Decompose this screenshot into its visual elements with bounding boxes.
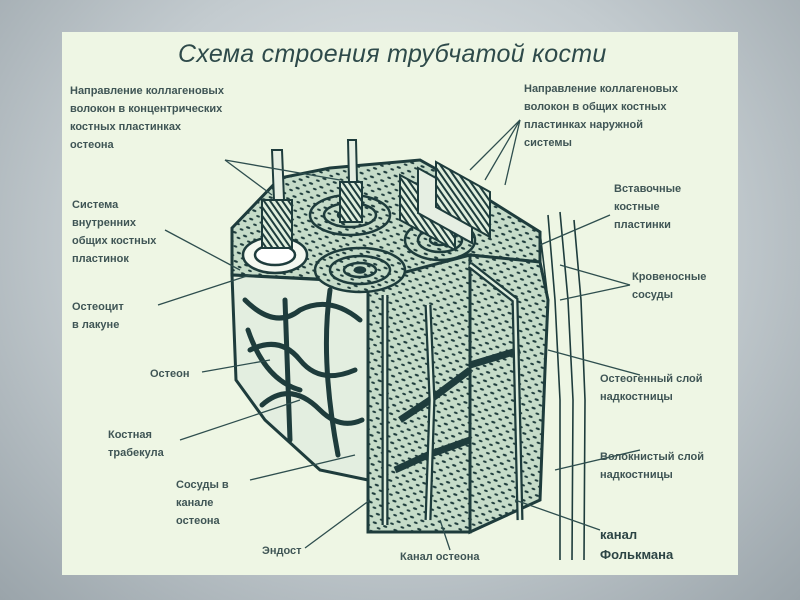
label-endost: Эндост [262, 542, 302, 560]
label-trabecula: Костная трабекула [108, 426, 164, 462]
label-osteogenic: Остеогенный слой надкостницы [600, 370, 703, 406]
label-osteon-canal: Канал остеона [400, 548, 479, 566]
label-volkmann: канал Фолькмана [600, 525, 673, 565]
periosteum [540, 212, 585, 560]
label-vessels: Кровеносные сосуды [632, 268, 706, 304]
label-osteon: Остеон [150, 365, 190, 383]
label-collagen-outer: Направление коллагеновых волокон в общих… [524, 80, 678, 152]
label-fibrous: Волокнистый слой надкостницы [600, 448, 704, 484]
label-inner-system: Система внутренних общих костных пластин… [72, 196, 156, 268]
label-osteocyte: Остеоцит в лакуне [72, 298, 124, 334]
label-vessels-canal: Сосуды в канале остеона [176, 476, 229, 530]
label-collagen-osteon: Направление коллагеновых волокон в конце… [70, 82, 224, 154]
label-interstitial: Вставочные костные пластинки [614, 180, 681, 234]
